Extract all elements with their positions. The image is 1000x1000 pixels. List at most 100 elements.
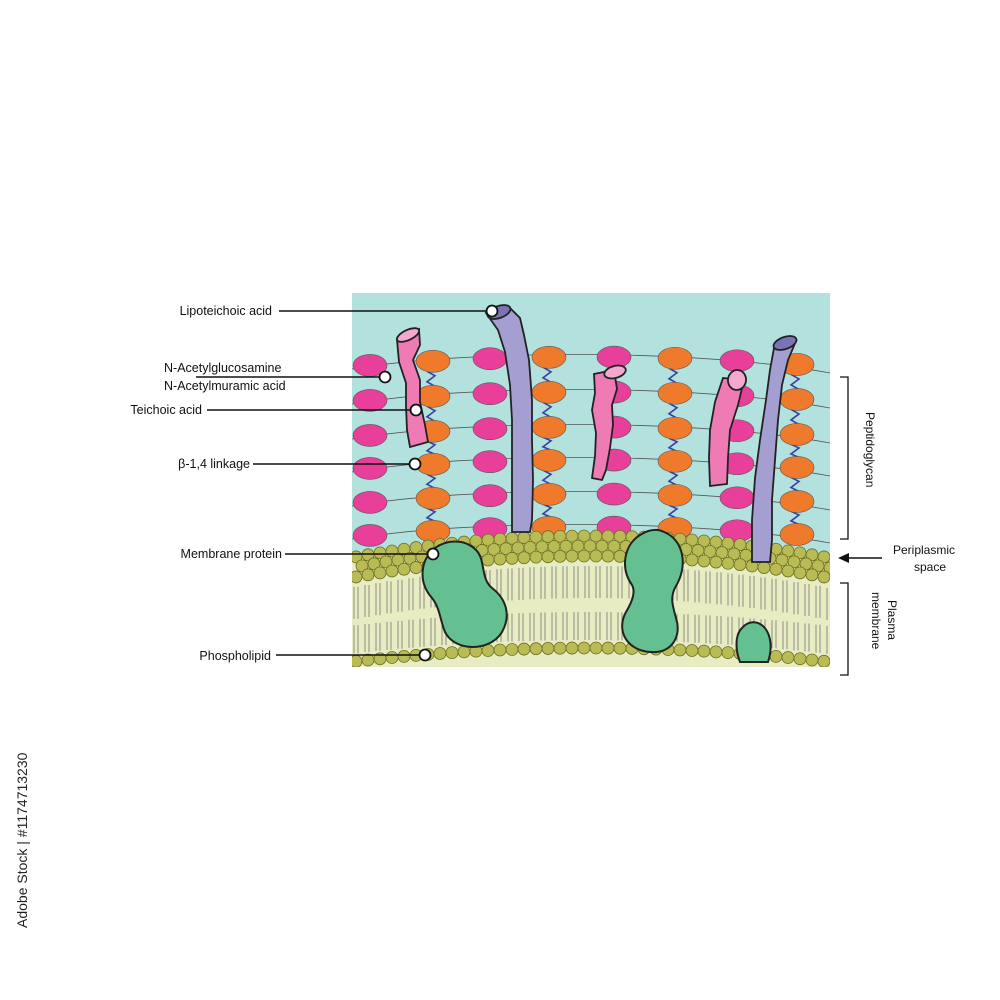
lipid-tail	[804, 583, 810, 616]
lipid-tail	[386, 581, 392, 614]
nam-sugar	[472, 417, 508, 441]
peptide-bridge	[789, 373, 801, 391]
nag-sugar	[657, 483, 693, 507]
teichoic-acid-left	[396, 327, 430, 449]
peptide-bridges	[425, 366, 801, 526]
peptide-bridge	[541, 503, 553, 519]
nag-sugar	[531, 415, 567, 439]
label-membrane-protein: Membrane protein	[181, 547, 282, 561]
lipid-head	[721, 556, 735, 570]
nam-sugar	[352, 524, 388, 547]
nag-sugar	[415, 349, 451, 373]
lipid-head	[517, 551, 531, 565]
lipid-head	[385, 651, 399, 664]
nam-sugar	[472, 382, 508, 406]
lipid-head	[769, 562, 783, 576]
nag-sugar	[779, 523, 815, 546]
lipid-tail	[694, 570, 700, 603]
lipid-tail	[617, 566, 623, 599]
lipid-tail	[716, 572, 722, 605]
lipid-head	[805, 568, 819, 582]
lipid-tail	[771, 620, 777, 649]
lipid-head	[685, 553, 699, 567]
nam-sugar	[719, 486, 755, 510]
lipid-head	[769, 650, 783, 663]
peptide-bridge	[425, 507, 437, 523]
bracket-peptidoglycan	[840, 376, 849, 540]
peptide-bridge	[425, 370, 437, 387]
peptide-bridge	[541, 366, 553, 383]
leader-lines	[196, 310, 492, 656]
peptide-bridge	[425, 473, 437, 489]
peptide-bridge	[789, 476, 801, 493]
nag-sugar	[779, 490, 815, 513]
lipid-tail	[760, 577, 766, 610]
lipid-head	[589, 549, 603, 563]
lipid-tail	[727, 616, 733, 645]
nag-sugar	[657, 416, 693, 440]
nag-sugar	[657, 346, 693, 370]
lipid-head	[697, 644, 711, 658]
nag-sugar	[779, 388, 815, 411]
lipid-head	[541, 550, 555, 564]
teichoic-acid-center	[590, 364, 627, 482]
label-periplasmic-space-line1: Periplasmic	[893, 543, 955, 557]
lipid-tail	[694, 614, 700, 643]
membrane-protein-small	[735, 621, 772, 663]
lipid-tail	[518, 567, 524, 600]
lipid-tail	[507, 568, 513, 601]
marker-membrane-protein	[426, 547, 440, 561]
nag-sugar	[415, 519, 451, 543]
lipid-head	[517, 642, 531, 656]
nag-sugar	[415, 486, 451, 510]
lipid-head	[817, 570, 830, 584]
lipid-head	[709, 645, 723, 659]
lipid-tail	[529, 612, 535, 641]
periplasmic-arrow	[838, 553, 882, 563]
lipid-tail	[749, 576, 755, 609]
bracket-plasma-membrane	[840, 582, 849, 676]
lipid-tail	[595, 566, 601, 599]
lipid-head	[565, 549, 579, 563]
lipid-tail	[804, 623, 810, 652]
lipid-head	[793, 566, 807, 580]
peptide-bridge	[667, 504, 679, 519]
peptide-bridge	[667, 367, 679, 384]
lipid-tail	[826, 587, 828, 620]
lipid-tail	[727, 573, 733, 606]
lipid-head	[601, 549, 615, 563]
marker-phospholipid	[418, 648, 432, 662]
lipid-tail	[364, 584, 370, 617]
nag-sugar	[779, 423, 815, 446]
lipid-tail	[683, 569, 689, 602]
nam-sugar	[352, 389, 388, 412]
lipid-head	[385, 564, 399, 578]
nam-sugar	[352, 424, 388, 447]
lipid-tail	[771, 578, 777, 611]
membrane-protein-left	[421, 540, 508, 648]
marker-nag-nam	[378, 370, 392, 384]
nam-sugar	[352, 457, 388, 480]
lipid-head	[817, 550, 830, 564]
nam-sugar	[719, 349, 755, 373]
lipid-head	[805, 653, 819, 667]
lipoteichoic-acid-right	[751, 335, 798, 563]
lipid-head	[505, 643, 519, 656]
lipid-tail	[375, 583, 381, 616]
peptide-bridge	[789, 510, 801, 526]
nag-sugar	[531, 345, 567, 369]
marker-lipoteichoic	[485, 304, 499, 318]
lipid-tail	[353, 586, 359, 619]
lipid-head	[529, 642, 543, 656]
peptide-bridge	[425, 405, 437, 422]
nag-sugar	[531, 380, 567, 404]
label-membrane: membrane	[869, 592, 883, 650]
lipid-tail	[815, 624, 821, 653]
label-periplasmic-space-line2: space	[914, 560, 946, 574]
lipid-tail	[738, 574, 744, 607]
lipid-tail	[595, 612, 601, 641]
lipid-tail	[584, 612, 590, 641]
label-n-acetylglucosamine: N-Acetylglucosamine	[164, 361, 281, 375]
